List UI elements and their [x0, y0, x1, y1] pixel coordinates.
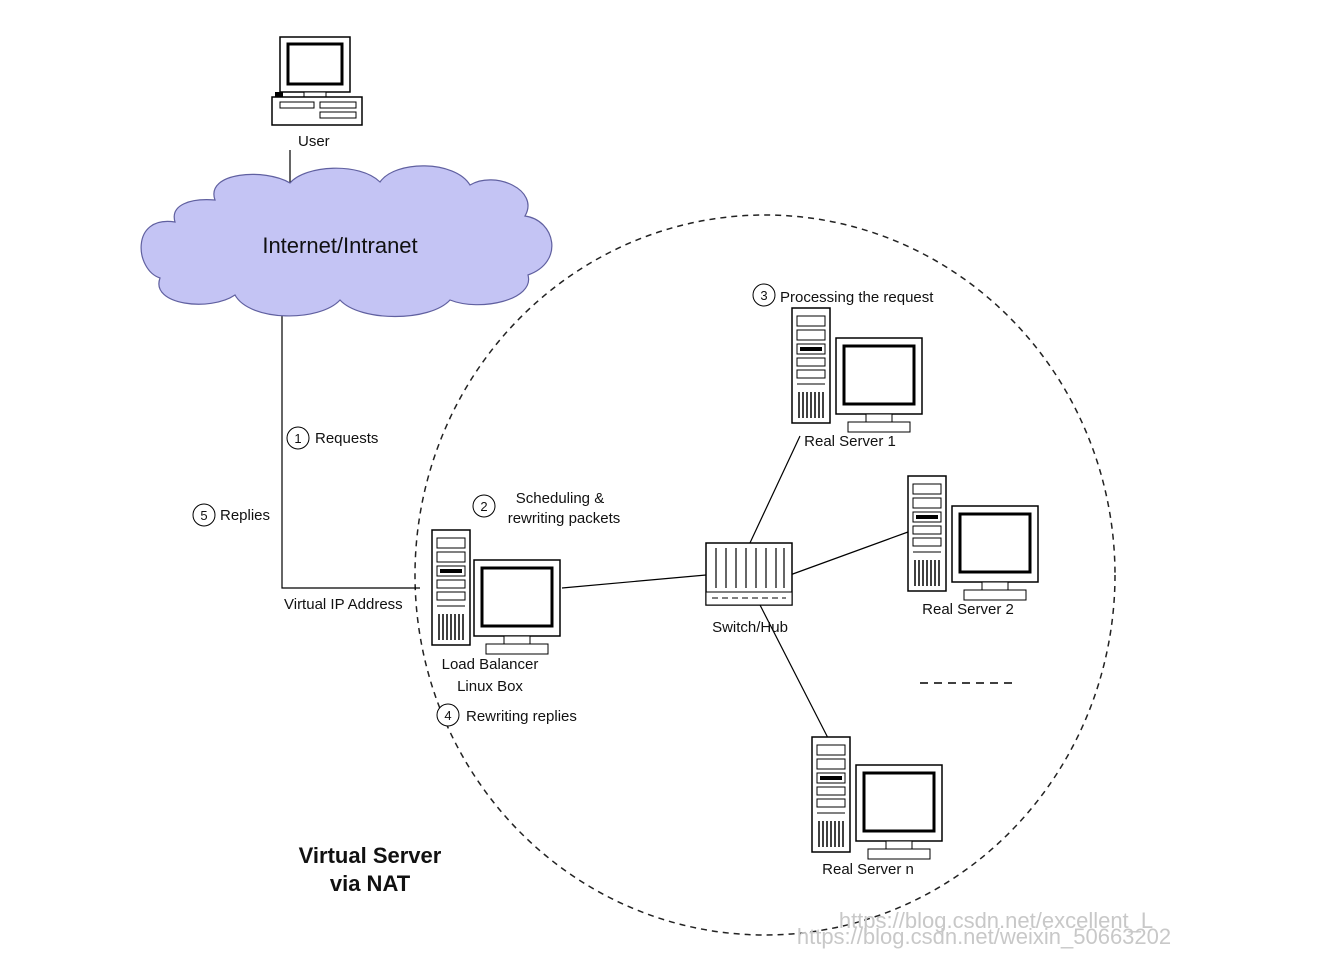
diagram-title-line1: Virtual Server	[299, 843, 442, 868]
switch-hub-icon	[705, 542, 793, 606]
real-server-1-icon	[791, 307, 924, 434]
step-3-number: 3	[760, 288, 767, 303]
step-1-number: 1	[294, 431, 301, 446]
internet-cloud-icon	[140, 165, 553, 318]
user-label: User	[298, 133, 330, 150]
real-server-n-icon	[811, 736, 944, 861]
step-3-label: Processing the request	[780, 289, 934, 306]
virtual-ip-label: Virtual IP Address	[284, 596, 403, 613]
cloud-label: Internet/Intranet	[262, 233, 417, 258]
step-4-label: Rewriting replies	[466, 708, 577, 725]
real-server-2-icon	[907, 475, 1040, 602]
step-2-label-line2: rewriting packets	[508, 510, 621, 527]
switch-label: Switch/Hub	[712, 619, 788, 636]
step-4-badge	[436, 703, 460, 727]
diagram-title-line2: via NAT	[330, 871, 411, 896]
watermark-line2: https://blog.csdn.net/weixin_50663202	[797, 924, 1171, 949]
step-4-number: 4	[444, 708, 451, 723]
step-2-number: 2	[480, 499, 487, 514]
real-server-n-label: Real Server n	[822, 861, 914, 878]
user-computer-icon	[271, 36, 363, 126]
load-balancer-label-line2: Linux Box	[457, 678, 523, 695]
load-balancer-server-icon	[431, 529, 562, 656]
step-2-label-line1: Scheduling &	[516, 490, 604, 507]
step-1-label: Requests	[315, 430, 378, 447]
step-1-badge	[286, 426, 310, 450]
step-2-badge	[472, 494, 496, 518]
virtual-server-boundary	[414, 214, 1116, 936]
lb-switch-link	[561, 574, 707, 589]
step-5-label: Replies	[220, 507, 270, 524]
real-server-2-label: Real Server 2	[922, 601, 1014, 618]
request-reply-link	[281, 312, 420, 589]
step-5-badge	[192, 503, 216, 527]
real-server-1-label: Real Server 1	[804, 433, 896, 450]
step-3-badge	[752, 283, 776, 307]
switch-rsn-link	[759, 604, 829, 739]
load-balancer-label-line1: Load Balancer	[442, 656, 539, 673]
switch-rs2-link	[789, 531, 909, 576]
watermark-line1: https://blog.csdn.net/excellent_L	[839, 908, 1153, 933]
switch-rs1-link	[748, 435, 801, 546]
step-5-number: 5	[200, 508, 207, 523]
